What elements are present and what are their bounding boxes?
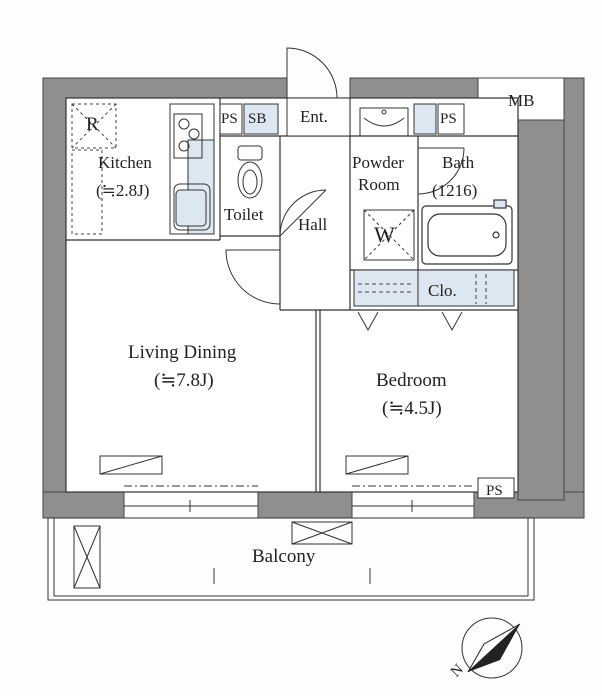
toilet-label: Toilet	[224, 205, 264, 224]
balcony-label: Balcony	[252, 546, 316, 567]
bath-size: (1216)	[432, 181, 478, 200]
sink-fixture	[359, 107, 409, 137]
bathtub	[421, 199, 513, 265]
sliding-windows[interactable]	[124, 485, 474, 512]
living-dining-size: (≒7.8J)	[154, 370, 214, 391]
kitchen-name: Kitchen	[98, 153, 152, 172]
meter-box-label: MB	[508, 91, 535, 110]
closet-label: Clo.	[428, 281, 457, 300]
washer-label: W	[374, 222, 395, 247]
bath-label: Bath	[442, 153, 475, 172]
washer-space	[363, 209, 415, 261]
compass-icon	[461, 617, 523, 679]
powder-room-label-1: Powder	[352, 153, 404, 172]
pipe-space-boxes	[219, 103, 515, 499]
refrigerator-space	[71, 103, 117, 235]
door-swings[interactable]	[225, 47, 465, 305]
kitchen-size: (≒2.8J)	[96, 181, 150, 200]
closet-lines	[358, 274, 487, 304]
pipe-space-label-1: PS	[221, 111, 238, 127]
entrance-label: Ent.	[300, 107, 328, 126]
balcony-outline	[47, 517, 535, 601]
pipe-space-label-2: PS	[440, 111, 457, 127]
shoe-box-label: SB	[248, 111, 267, 127]
closet-doors[interactable]	[357, 311, 463, 332]
powder-room-label-2: Room	[358, 175, 400, 194]
kitchen-counter	[169, 103, 215, 235]
living-dining-name: Living Dining	[128, 342, 237, 363]
floor-vents	[99, 455, 409, 475]
entrance-step	[286, 97, 351, 137]
refrigerator-label: R	[86, 114, 99, 135]
hall-label: Hall	[298, 215, 328, 234]
bedroom-name: Bedroom	[376, 370, 447, 391]
pipe-space-label-3: PS	[486, 483, 503, 499]
bedroom-size: (≒4.5J)	[382, 398, 442, 419]
toilet-fixture	[237, 145, 263, 199]
